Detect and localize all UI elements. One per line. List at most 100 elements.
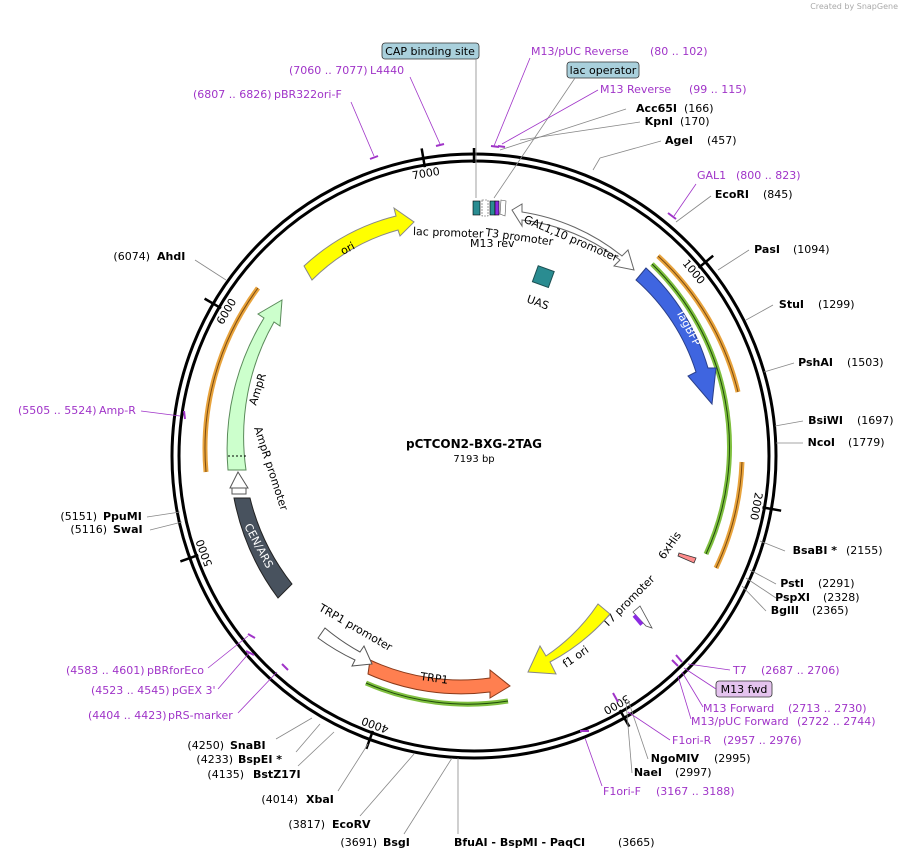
primer-pbrforeco[interactable]: pBRforEco (4583 .. 4601) <box>66 633 256 677</box>
enzyme-name: AhdI <box>157 250 185 263</box>
boxed-labels: CAP binding site lac operator M13 fwd <box>381 42 773 698</box>
enzyme-name: Acc65I <box>636 102 677 115</box>
primer-mark <box>247 633 256 639</box>
enzyme-ecorv[interactable]: EcoRV (3817) <box>288 753 415 831</box>
primer-prs-marker[interactable]: pRS-marker (4404 .. 4423) <box>88 663 289 722</box>
enzyme-agei[interactable]: AgeI (457) <box>592 134 737 171</box>
primer-f1ori-f[interactable]: F1ori-F (3167 .. 3188) <box>580 730 735 798</box>
feature-lac-promoter[interactable] <box>481 199 489 217</box>
enzyme-pos: (2328) <box>823 591 860 604</box>
feature-t7-small[interactable] <box>632 614 644 626</box>
feature-t3-promoter[interactable] <box>499 199 507 217</box>
primer-m13-forward[interactable]: M13 Forward (2713 .. 2730) <box>671 659 867 715</box>
enzyme-stui[interactable]: StuI (1299) <box>745 298 855 321</box>
primer-l4440[interactable]: L4440 (7060 .. 7077) <box>289 64 445 147</box>
enzyme-bsiwi[interactable]: BsiWI (1697) <box>774 414 894 427</box>
enzyme-bsgi[interactable]: BsgI (3691) <box>340 757 453 849</box>
enzyme-xbai[interactable]: XbaI (4014) <box>261 743 369 806</box>
enzyme-ahdi[interactable]: AhdI (6074) <box>113 250 227 281</box>
primer-amp-r[interactable]: Amp-R (5505 .. 5524) <box>18 404 186 420</box>
enzyme-ecori[interactable]: EcoRI (845) <box>675 188 793 223</box>
enzyme-acc65i[interactable]: Acc65I (166) <box>499 102 714 151</box>
enzyme-pos: (2365) <box>812 604 849 617</box>
primer-name: M13 Reverse <box>600 83 671 96</box>
feature-cen-ars[interactable] <box>233 497 293 599</box>
primer-leader <box>681 671 704 708</box>
enzyme-psti[interactable]: PstI (2291) <box>749 569 855 590</box>
feature-trp1[interactable] <box>367 659 511 699</box>
feature-label-m13-rev: M13 rev <box>470 237 515 250</box>
feature-ampr-promoter[interactable] <box>229 470 249 495</box>
enzyme-pshai[interactable]: PshAI (1503) <box>763 356 884 373</box>
feature-ampr[interactable] <box>226 299 283 471</box>
enzyme-ncoi[interactable]: NcoI (1779) <box>776 436 885 449</box>
primer-pbr322ori-f[interactable]: pBR322ori-F (6807 .. 6826) <box>193 88 379 160</box>
enzyme-swai[interactable]: SwaI (5116) <box>70 521 183 536</box>
primer-name: pBR322ori-F <box>274 88 342 101</box>
primer-m13-puc-reverse[interactable]: M13/pUC Reverse (80 .. 102) <box>490 45 708 148</box>
feature-lac-operator[interactable] <box>489 200 496 216</box>
primer-m13-reverse[interactable]: M13 Reverse (99 .. 115) <box>497 83 747 148</box>
feature-trp1-promoter[interactable] <box>317 627 373 667</box>
enzyme-name: PasI <box>754 243 780 256</box>
primer-t7[interactable]: T7 (2687 .. 2706) <box>675 654 840 677</box>
feature-6xhis[interactable] <box>677 552 697 564</box>
primer-leader <box>140 410 181 417</box>
feature-m13-rev[interactable] <box>494 200 500 216</box>
feature-label-trp1-promoter: TRP1 promoter <box>316 601 395 654</box>
tick-label: 4000 <box>360 714 391 736</box>
primer-gal1[interactable]: GAL1 (800 .. 823) <box>667 169 801 220</box>
enzyme-snabi[interactable]: SnaBI (4250) <box>187 717 313 752</box>
primer-range: (6807 .. 6826) <box>193 88 272 101</box>
enzyme-name: NcoI <box>808 436 835 449</box>
enzyme-pspxi[interactable]: PspXI (2328) <box>745 577 860 604</box>
feature-uas[interactable] <box>531 265 555 289</box>
primer-leader <box>584 737 603 787</box>
tick-mark <box>203 297 222 310</box>
plasmid-name: pCTCON2-BXG-2TAG <box>406 437 542 451</box>
enzyme-name: BsaBI * <box>793 544 838 557</box>
enzyme-bstz17i[interactable]: BstZ17I (4135) <box>207 731 335 781</box>
primer-mark <box>183 410 186 420</box>
feature-label-trp1: TRP1 <box>419 670 450 687</box>
feature-f1-ori[interactable] <box>527 603 611 675</box>
enzyme-bfuai-bspmi-paqci[interactable]: BfuAI - BspMI - PaqCI (3665) <box>454 758 655 849</box>
enzyme-bsabi[interactable]: BsaBI * (2155) <box>759 540 883 557</box>
enzyme-bspei[interactable]: BspEI * (4233) <box>196 723 321 766</box>
enzyme-ppumi[interactable]: PpuMI (5151) <box>60 510 181 523</box>
feature-tagbfp[interactable] <box>635 267 717 406</box>
enzyme-pos: (4135) <box>207 768 244 781</box>
enzyme-leader <box>774 420 804 427</box>
primer-pgex-3[interactable]: pGEX 3' (4523 .. 4545) <box>91 650 255 697</box>
primer-f1ori-r[interactable]: F1ori-R (2957 .. 2976) <box>612 692 802 747</box>
enzyme-leader <box>741 585 767 612</box>
primer-mark <box>675 654 683 663</box>
enzyme-name: BspEI * <box>238 753 282 766</box>
feature-ori[interactable] <box>303 206 415 281</box>
feature-cap-site[interactable] <box>472 200 481 216</box>
enzyme-name: StuI <box>779 298 804 311</box>
enzyme-bglii[interactable]: BglII (2365) <box>741 585 849 617</box>
enzyme-pasi[interactable]: PasI (1094) <box>717 243 830 271</box>
primer-leader <box>493 57 531 147</box>
primer-m13-puc-forward[interactable]: M13/pUC Forward (2722 .. 2744) <box>677 675 876 728</box>
primer-name: L4440 <box>370 64 404 77</box>
primer-leader <box>350 101 375 157</box>
box-lac-operator[interactable] <box>566 61 640 79</box>
primer-mark <box>281 663 289 671</box>
enzyme-pos: (3691) <box>340 836 377 849</box>
enzyme-labels: Acc65I (166) KpnI (170) AgeI (457) EcoRI… <box>60 102 893 849</box>
primer-name: pGEX 3' <box>172 684 216 697</box>
enzyme-pos: (1094) <box>793 243 830 256</box>
enzyme-ngomiv[interactable]: NgoMIV (2995) <box>627 699 751 765</box>
primer-mark <box>435 143 445 147</box>
box-cap-binding-site[interactable] <box>381 42 480 60</box>
enzyme-pos: (2997) <box>675 766 712 779</box>
feature-gal-promoter[interactable] <box>511 203 635 271</box>
primer-range: (2713 .. 2730) <box>788 702 867 715</box>
primer-name: M13/pUC Forward <box>691 715 789 728</box>
enzyme-naei[interactable]: NaeI (2997) <box>625 701 712 779</box>
enzyme-kpni[interactable]: KpnI (170) <box>519 115 710 141</box>
feature-label-lac-promoter: lac promoter <box>413 225 484 240</box>
